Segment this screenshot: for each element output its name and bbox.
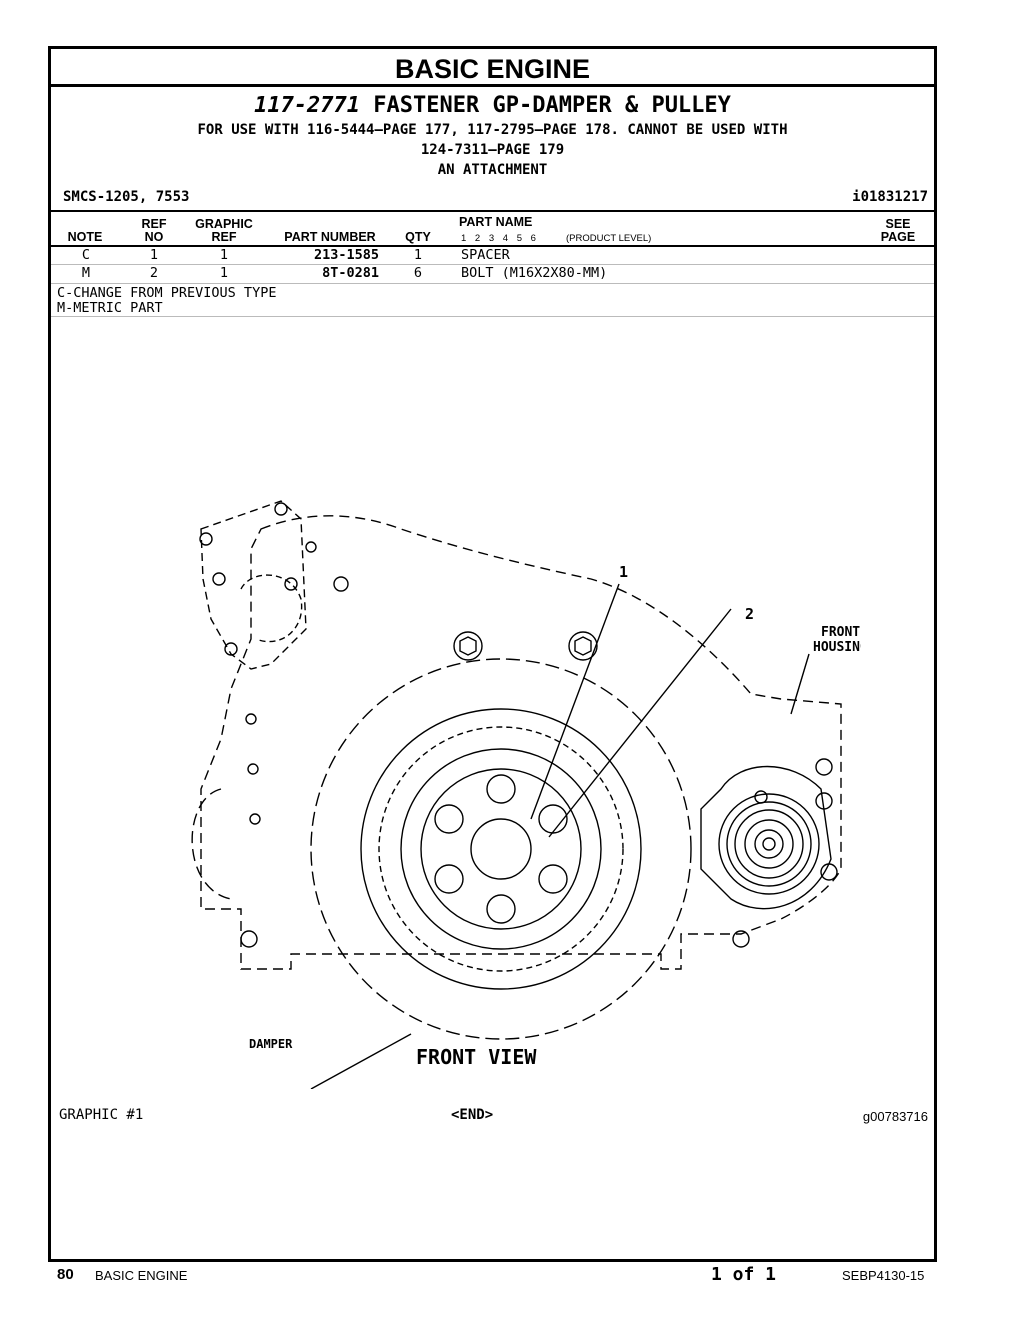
smcs-code: SMCS-1205, 7553 (63, 189, 190, 205)
col-graphic-top: GRAPHIC (195, 217, 253, 231)
pulley-bolts (434, 774, 568, 924)
section-title: BASIC ENGINE (51, 49, 934, 87)
end-marker: <END> (451, 1107, 494, 1123)
note-metric: M-METRIC PART (57, 300, 163, 316)
graphic-label: GRAPHIC #1 (59, 1107, 144, 1123)
diagram-caption: FRONT VIEW (416, 1045, 537, 1069)
row-note: M (81, 265, 91, 281)
bracket (200, 500, 307, 670)
col-see-top: SEE (885, 217, 911, 231)
col-product-level: (PRODUCT LEVEL) (566, 233, 652, 244)
notes-divider (51, 316, 934, 317)
row-note: C (81, 247, 91, 263)
row-divider (51, 264, 934, 265)
label-housing: HOUSING (813, 640, 861, 655)
group-title: 117-2771 FASTENER GP-DAMPER & PULLEY (51, 93, 934, 118)
footer-section: BASIC ENGINE (95, 1268, 188, 1283)
document-id: SEBP4130-15 (842, 1268, 925, 1283)
col-graphic-bottom: REF (211, 230, 237, 244)
group-name: FASTENER GP-DAMPER & PULLEY (373, 93, 731, 118)
usage-line-1: FOR USE WITH 116-5444—PAGE 177, 117-2795… (197, 122, 788, 138)
row-part-number: 8T-0281 (322, 265, 379, 281)
group-number: 117-2771 (254, 93, 361, 118)
page-frame: BASIC ENGINE 117-2771 FASTENER GP-DAMPER… (48, 46, 937, 1262)
row-graphic-ref: 1 (219, 247, 229, 263)
usage-line-2: 124-7311—PAGE 179 (420, 142, 565, 158)
row-part-name: SPACER (461, 247, 510, 263)
col-ref-top: REF (141, 217, 167, 231)
row-qty: 6 (413, 265, 423, 281)
label-front: FRONT (821, 625, 860, 640)
col-levels: 1 2 3 4 5 6 (461, 233, 536, 244)
usage-line-3: AN ATTACHMENT (437, 162, 548, 178)
callout-1: 1 (619, 563, 628, 581)
front-view-diagram: 1 2 FRONT HOUSING (191, 500, 861, 1089)
graphic-id: g00783716 (862, 1109, 928, 1124)
col-qty: QTY (405, 230, 431, 244)
callout-2: 2 (745, 605, 754, 623)
row-part-name: BOLT (M16X2X80-MM) (461, 265, 608, 281)
label-damper: DAMPER (249, 1037, 293, 1051)
page-number: 80 (57, 1266, 74, 1283)
row-part-number: 213-1585 (313, 247, 379, 263)
table-top-rule (51, 210, 934, 212)
page-of: 1 of 1 (711, 1264, 777, 1285)
row-ref-no: 2 (149, 265, 159, 281)
row-ref-no: 1 (149, 247, 159, 263)
damper (310, 658, 692, 1040)
note-change: C-CHANGE FROM PREVIOUS TYPE (57, 285, 277, 301)
row-divider (51, 283, 934, 284)
col-part-name: PART NAME (459, 215, 533, 229)
row-graphic-ref: 1 (219, 265, 229, 281)
col-part-number: PART NUMBER (284, 230, 376, 244)
table-header-rule (51, 245, 934, 247)
illustration-id: i01831217 (852, 189, 928, 205)
front-housing-outline (200, 515, 842, 970)
col-ref-bottom: NO (144, 230, 164, 244)
col-see-bottom: PAGE (880, 230, 916, 244)
row-qty: 1 (413, 247, 423, 263)
col-note: NOTE (67, 230, 103, 244)
